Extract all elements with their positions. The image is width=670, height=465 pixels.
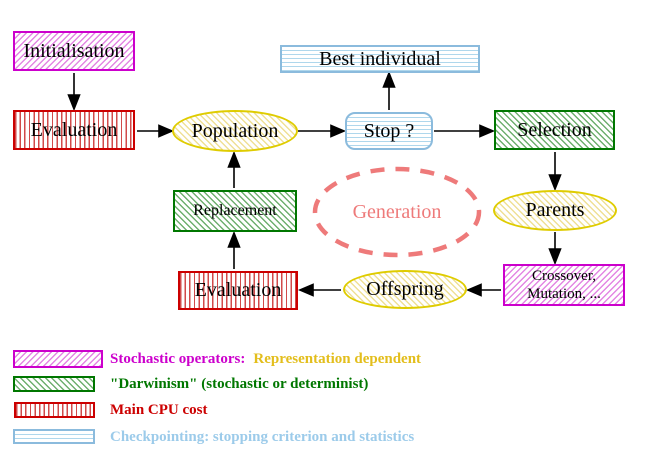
node-crossover-mutation: Crossover, Mutation, ... <box>503 264 625 306</box>
legend-swatch-checkpointing <box>13 429 95 444</box>
legend-cpu-label: Main CPU cost <box>110 401 208 418</box>
node-population-label: Population <box>191 119 279 142</box>
legend-representation-label: Representation dependent <box>253 350 422 367</box>
node-best-individual-label: Best individual <box>319 47 441 70</box>
node-initialisation: Initialisation <box>13 31 135 71</box>
legend-swatch-cpu-cost <box>14 402 95 418</box>
node-initialisation-label: Initialisation <box>23 39 125 62</box>
legend-darwinism-label: "Darwinism" (stochastic or determinist) <box>110 375 369 392</box>
node-evaluation-bottom-label: Evaluation <box>194 279 282 301</box>
node-evaluation-top: Evaluation <box>13 110 135 150</box>
arrow-offspring-to-evaluation <box>297 283 341 297</box>
arrow-replacement-to-population <box>227 150 241 188</box>
node-offspring: Offspring <box>343 270 467 309</box>
node-evaluation-bottom: Evaluation <box>178 271 298 310</box>
arrow-stop-to-best-individual <box>382 70 396 110</box>
arrow-initialisation-to-evaluation <box>67 73 81 112</box>
node-stop: Stop ? <box>345 112 433 150</box>
node-evaluation-top-label: Evaluation <box>30 118 118 141</box>
legend-row-stochastic: Stochastic operators: Representation dep… <box>110 350 421 368</box>
arrow-parents-to-crossover <box>548 232 562 266</box>
arrow-evaluation-to-replacement <box>227 230 241 269</box>
legend-swatch-darwinism <box>13 376 95 392</box>
node-best-individual: Best individual <box>280 45 480 73</box>
arrow-stop-to-selection <box>434 124 496 138</box>
node-parents-label: Parents <box>525 199 585 221</box>
node-selection: Selection <box>494 110 615 150</box>
node-population: Population <box>172 110 298 152</box>
node-selection-label: Selection <box>517 118 592 141</box>
node-stop-label: Stop ? <box>363 119 415 142</box>
legend-row-darwinism: "Darwinism" (stochastic or determinist) <box>110 375 368 393</box>
node-crossover-line2: Mutation, ... <box>527 286 601 302</box>
node-replacement-label: Replacement <box>193 202 277 219</box>
legend-row-checkpointing: Checkpointing: stopping criterion and st… <box>110 428 414 446</box>
arrow-selection-to-parents <box>548 152 562 192</box>
legend-checkpointing-label: Checkpointing: stopping criterion and st… <box>110 428 415 445</box>
node-offspring-label: Offspring <box>366 278 444 300</box>
node-replacement: Replacement <box>173 190 297 232</box>
node-crossover-line1: Crossover, <box>532 268 596 284</box>
arrow-crossover-to-offspring <box>465 283 501 297</box>
legend-swatch-stochastic-operators <box>13 350 103 368</box>
node-parents: Parents <box>493 190 617 231</box>
generation-label: Generation <box>352 200 442 223</box>
legend-row-cpu: Main CPU cost <box>110 401 208 419</box>
arrow-population-to-stop <box>298 124 347 138</box>
arrow-evaluation-to-population <box>137 124 175 138</box>
legend-stochastic-label: Stochastic operators: <box>110 350 246 367</box>
